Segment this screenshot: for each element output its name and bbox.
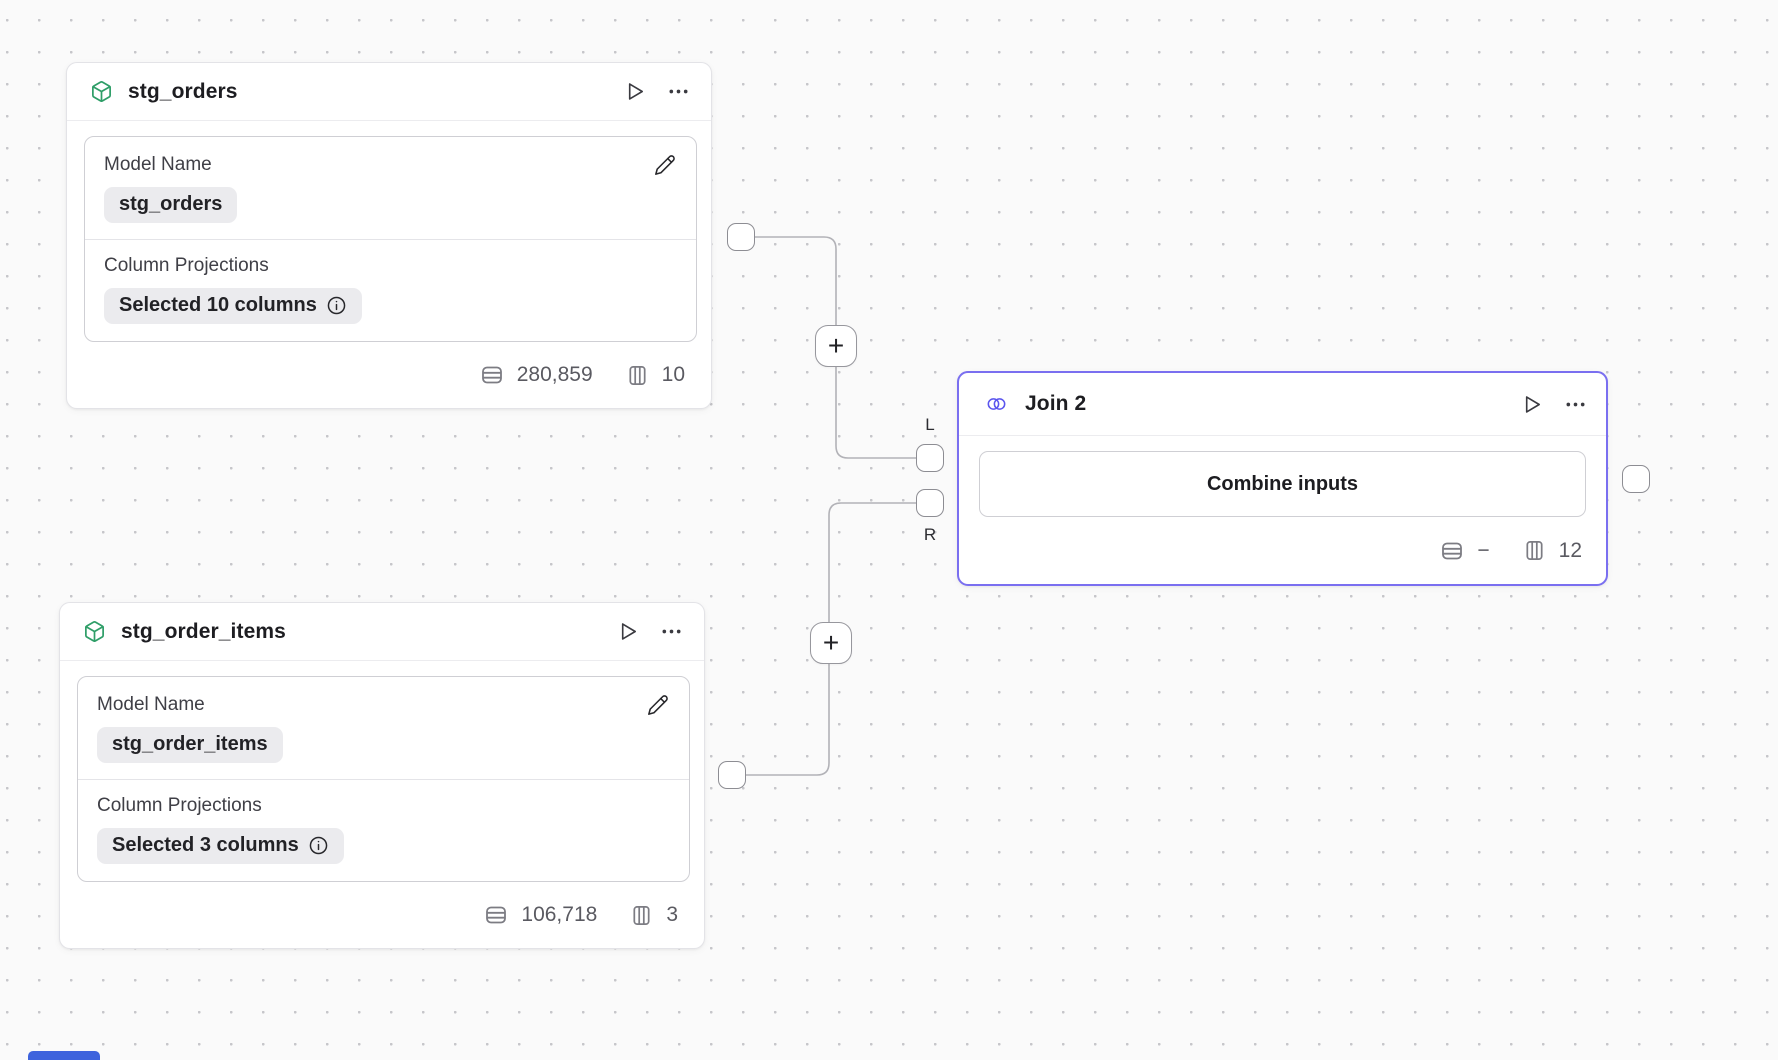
node-config-card: Model Name stg_orders Column Projections… — [84, 136, 697, 342]
node-menu-button[interactable] — [660, 620, 683, 643]
pencil-icon — [655, 155, 675, 175]
model-name-chip[interactable]: stg_orders — [104, 187, 238, 223]
model-box-icon — [92, 81, 111, 102]
node-stg-order-items[interactable]: stg_order_items Model Name — [59, 602, 705, 949]
join-right-input-port[interactable] — [916, 489, 944, 517]
column-projections-chip[interactable]: Selected 10 columns — [104, 288, 362, 324]
run-node-button[interactable] — [616, 620, 639, 643]
play-icon — [621, 623, 636, 640]
join-icon — [987, 398, 1006, 410]
column-projections-value: Selected 3 columns — [112, 834, 299, 856]
ellipsis-icon — [662, 629, 681, 634]
node-header: Join 2 — [959, 373, 1606, 436]
model-name-label: Model Name — [104, 154, 212, 175]
column-count: 3 — [666, 903, 678, 926]
bottom-toolbar-fragment[interactable] — [28, 1051, 100, 1060]
card-divider — [85, 239, 696, 240]
join-left-port-label: L — [925, 415, 935, 434]
node-title: stg_order_items — [121, 619, 286, 643]
output-port-stg-order-items[interactable] — [718, 761, 746, 789]
row-count: 280,859 — [516, 363, 593, 386]
ellipsis-icon — [1566, 402, 1585, 406]
node-stats-footer: − 12 — [959, 517, 1606, 584]
play-icon — [1525, 395, 1540, 413]
node-stg-orders[interactable]: stg_orders Model Name — [66, 62, 712, 409]
run-node-button[interactable] — [623, 80, 646, 103]
model-name-value: stg_orders — [119, 193, 223, 215]
add-node-on-edge-button[interactable]: + — [810, 622, 852, 664]
column-count: 10 — [661, 363, 685, 386]
edit-model-name-button[interactable] — [647, 694, 669, 716]
column-projections-value: Selected 10 columns — [119, 294, 317, 316]
column-projections-label: Column Projections — [104, 255, 269, 276]
info-icon — [327, 296, 346, 315]
model-name-chip[interactable]: stg_order_items — [97, 727, 283, 763]
row-count-icon — [486, 906, 507, 924]
column-count: 12 — [1558, 538, 1582, 562]
node-config-card: Model Name stg_order_items Column Projec… — [77, 676, 690, 882]
info-icon — [309, 836, 328, 855]
card-divider — [78, 779, 689, 780]
row-count: 106,718 — [521, 903, 598, 926]
node-title: Join 2 — [1025, 392, 1087, 415]
run-node-button[interactable] — [1520, 393, 1543, 416]
node-join-2[interactable]: Join 2 Combine inputs − 12 — [957, 371, 1608, 586]
edit-model-name-button[interactable] — [654, 154, 676, 176]
node-header: stg_order_items — [60, 603, 704, 661]
combine-inputs-button[interactable]: Combine inputs — [979, 451, 1586, 517]
node-title: stg_orders — [128, 79, 238, 103]
row-count: − — [1477, 538, 1490, 562]
column-count-icon — [629, 365, 646, 385]
output-port-stg-orders[interactable] — [727, 223, 755, 251]
node-stats-footer: 106,718 3 — [60, 882, 704, 948]
row-count-icon — [1442, 542, 1463, 559]
node-menu-button[interactable] — [1564, 393, 1587, 416]
column-count-icon — [633, 905, 650, 925]
join-node-body: Combine inputs — [959, 436, 1606, 517]
node-menu-button[interactable] — [667, 80, 690, 103]
column-count-icon — [1526, 541, 1543, 560]
model-box-icon — [85, 621, 104, 642]
node-stats-footer: 280,859 10 — [67, 342, 711, 408]
add-node-on-edge-button[interactable]: + — [815, 325, 857, 367]
model-name-value: stg_order_items — [112, 733, 268, 755]
model-name-label: Model Name — [97, 694, 205, 715]
column-projections-chip[interactable]: Selected 3 columns — [97, 828, 344, 864]
column-projections-label: Column Projections — [97, 795, 262, 816]
join-right-port-label: R — [923, 525, 937, 544]
play-icon — [628, 83, 643, 100]
node-header: stg_orders — [67, 63, 711, 121]
output-port-join[interactable] — [1622, 465, 1650, 493]
pencil-icon — [648, 695, 668, 715]
row-count-icon — [481, 366, 502, 384]
ellipsis-icon — [669, 89, 688, 94]
join-left-input-port[interactable] — [916, 444, 944, 472]
